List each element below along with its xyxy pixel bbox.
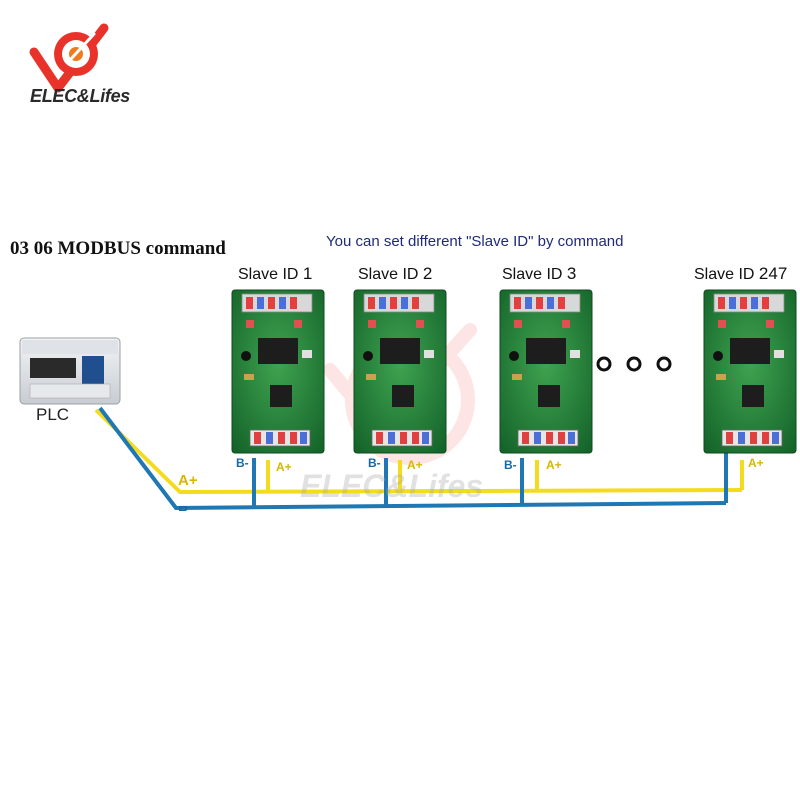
- bus-b-label: B-: [178, 503, 194, 511]
- plc-device: [19, 337, 121, 405]
- slave-label-247: Slave ID 247: [694, 264, 788, 283]
- slave-module-1: [231, 289, 325, 454]
- slave-3-a-label: A+: [546, 458, 562, 472]
- slave-247-a-label: A+: [748, 456, 764, 470]
- slave-2-a-label: A+: [407, 458, 423, 472]
- slave-1-a-label: A+: [276, 460, 292, 474]
- brand-logo-icon: [29, 23, 109, 93]
- plc-label: PLC: [36, 405, 70, 424]
- bus-a-label: A+: [178, 472, 198, 489]
- slave-2-b-label: B-: [368, 456, 381, 470]
- slave-1-b-label: B-: [236, 456, 249, 470]
- ellipsis-icon: [596, 356, 672, 372]
- brand-name: ELEC&Lifes: [30, 86, 131, 106]
- slave-module-3: [499, 289, 593, 454]
- slave-module-2: [353, 289, 447, 454]
- slave-label-1: Slave ID 1: [238, 264, 313, 283]
- command-title: 03 06 MODBUS command: [10, 238, 226, 259]
- slave-module-247: [703, 289, 797, 454]
- watermark-text: ELEC&Lifes: [300, 468, 484, 504]
- slave-label-2: Slave ID 2: [358, 264, 433, 283]
- bus-wire-b: [98, 406, 728, 511]
- subtitle: You can set different "Slave ID" by comm…: [326, 233, 624, 250]
- slave-label-3: Slave ID 3: [502, 264, 577, 283]
- slave-3-b-label: B-: [504, 458, 517, 472]
